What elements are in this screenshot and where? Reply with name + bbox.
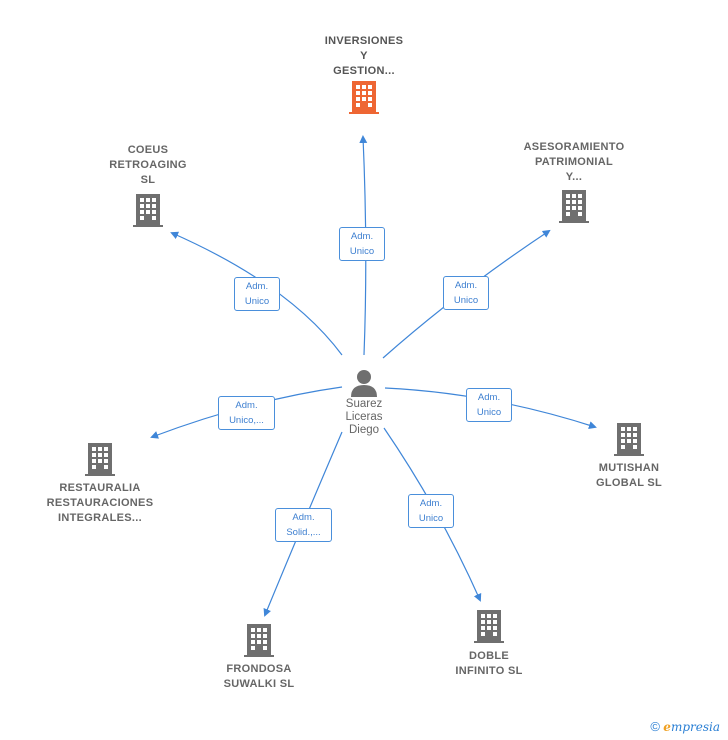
- brand-logo-text: mpresia: [670, 720, 720, 734]
- company-label: RESTAURALIA RESTAURACIONES INTEGRALES...: [46, 482, 154, 524]
- company-node-doble[interactable]: DOBLE INFINITO SL: [429, 608, 549, 679]
- company-node-asesoramiento[interactable]: ASESORAMIENTO PATRIMONIAL Y...: [504, 140, 644, 224]
- brand-watermark: © empresia: [650, 719, 720, 734]
- building-icon: [133, 194, 163, 227]
- role-label-coeus: Adm. Unico: [234, 277, 280, 311]
- person-name: Suarez Liceras Diego: [345, 398, 383, 436]
- company-label: MUTISHAN GLOBAL SL: [595, 462, 663, 489]
- company-node-coeus[interactable]: COEUS RETROAGING SL: [88, 143, 208, 228]
- role-label-inversiones: Adm. Unico: [339, 227, 385, 261]
- building-icon: [559, 190, 589, 223]
- role-label-frondosa: Adm. Solid.,...: [275, 508, 332, 542]
- role-label-restauralia: Adm. Unico,...: [218, 396, 275, 430]
- building-icon: [85, 443, 115, 476]
- role-label-doble: Adm. Unico: [408, 494, 454, 528]
- building-icon: [244, 624, 274, 657]
- building-icon: [349, 81, 379, 114]
- company-label: COEUS RETROAGING SL: [109, 144, 187, 186]
- company-node-restauralia[interactable]: RESTAURALIA RESTAURACIONES INTEGRALES...: [30, 441, 170, 526]
- person-icon: [351, 370, 377, 397]
- building-icon: [474, 610, 504, 643]
- role-label-mutishan: Adm. Unico: [466, 388, 512, 422]
- company-label: ASESORAMIENTO PATRIMONIAL Y...: [523, 141, 625, 183]
- company-label: INVERSIONES Y GESTION...: [324, 35, 404, 77]
- company-label: DOBLE INFINITO SL: [455, 650, 523, 677]
- role-label-asesoramiento: Adm. Unico: [443, 276, 489, 310]
- company-node-frondosa[interactable]: FRONDOSA SUWALKI SL: [199, 622, 319, 692]
- company-label: FRONDOSA SUWALKI SL: [223, 663, 295, 690]
- copyright-symbol: ©: [650, 719, 660, 734]
- building-icon: [614, 423, 644, 456]
- person-node[interactable]: Suarez Liceras Diego: [324, 368, 404, 437]
- company-node-mutishan[interactable]: MUTISHAN GLOBAL SL: [569, 421, 689, 491]
- company-node-inversiones[interactable]: INVERSIONES Y GESTION...: [304, 34, 424, 115]
- brand-logo-e: e: [663, 720, 671, 734]
